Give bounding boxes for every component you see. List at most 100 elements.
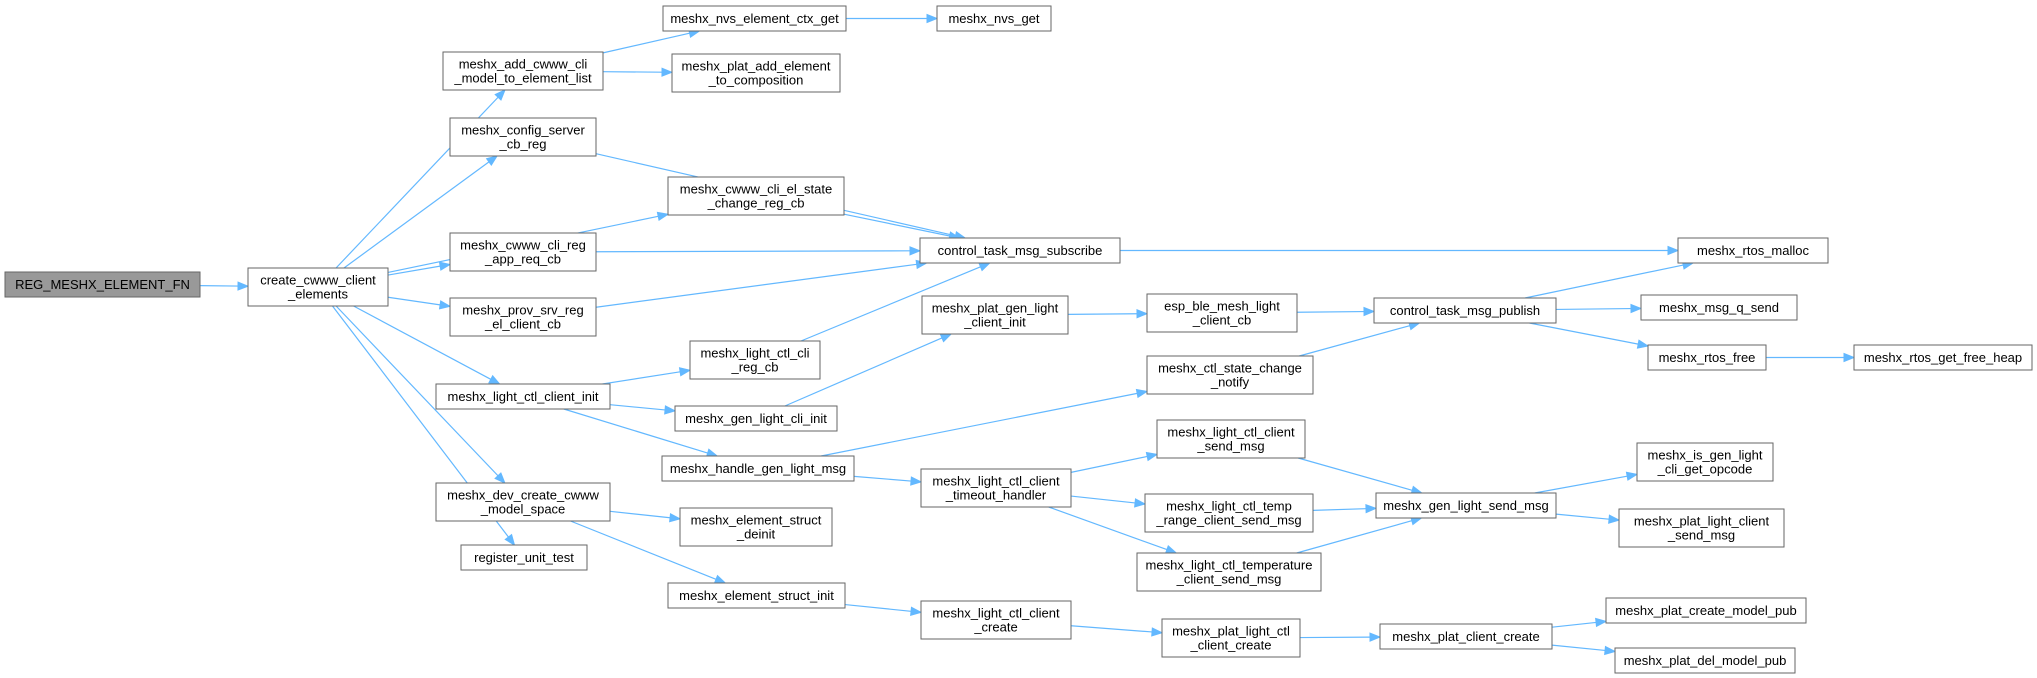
node-cliregapp[interactable]: meshx_cwww_cli_reg_app_req_cb xyxy=(449,232,597,272)
node-label-ctlclireg-0: meshx_light_ctl_cli xyxy=(700,346,809,361)
arrowhead-create-to-cfgsrv xyxy=(485,155,499,167)
node-box-handlegen xyxy=(661,455,855,482)
edge-create-to-provsrv xyxy=(387,296,441,306)
arrowhead-create-to-regunit xyxy=(504,533,516,547)
node-createpub[interactable]: meshx_plat_create_model_pub xyxy=(1605,597,1807,624)
node-handlegen[interactable]: meshx_handle_gen_light_msg xyxy=(661,455,855,482)
arrowhead-platclientcreate-to-delpub xyxy=(1604,645,1617,656)
arrowhead-devcreate-to-structinit xyxy=(713,574,727,584)
arrowhead-create-to-provsrv xyxy=(438,300,452,310)
arrowhead-structinit-to-ctlcreate xyxy=(910,606,923,616)
node-create[interactable]: create_cwww_client_elements xyxy=(247,267,389,307)
node-label-isgen-1: _cli_get_opcode xyxy=(1657,462,1753,477)
node-platgenlight[interactable]: meshx_plat_gen_light_client_init xyxy=(921,295,1069,335)
node-label-regunit-0: register_unit_test xyxy=(474,550,574,565)
node-label-cfgsrv-0: meshx_config_server xyxy=(461,123,585,138)
node-label-ctlsendmsg-0: meshx_light_ctl_client xyxy=(1167,425,1295,440)
node-tempRange[interactable]: meshx_light_ctl_temp_range_client_send_m… xyxy=(1144,493,1314,533)
node-label-provsrv-0: meshx_prov_srv_reg xyxy=(462,303,583,318)
node-isgen[interactable]: meshx_is_gen_light_cli_get_opcode xyxy=(1636,442,1774,482)
node-box-reg xyxy=(4,271,201,298)
arrowhead-gensend-to-isgen xyxy=(1625,471,1639,481)
node-ctlclientinit[interactable]: meshx_light_ctl_client_init xyxy=(435,383,611,410)
node-platadd[interactable]: meshx_plat_add_element_to_composition xyxy=(671,53,841,93)
edge-ctlclireg-to-subscribe xyxy=(800,266,981,342)
arrowhead-create-to-cliregapp xyxy=(438,261,452,271)
node-reg[interactable]: REG_MESHX_ELEMENT_FN xyxy=(4,271,201,298)
arrowhead-cliregapp-to-subscribe xyxy=(909,246,922,256)
node-box-ctltemp xyxy=(1136,552,1322,592)
node-box-gensend xyxy=(1375,492,1557,519)
node-devcreate[interactable]: meshx_dev_create_cwww_model_space xyxy=(435,482,611,522)
node-ctlclireg[interactable]: meshx_light_ctl_cli_reg_cb xyxy=(689,340,821,380)
edge-ctlclientinit-to-ctlclireg xyxy=(602,371,681,385)
node-label-gensend-0: meshx_gen_light_send_msg xyxy=(1383,498,1549,513)
node-label-tempRange-0: meshx_light_ctl_temp xyxy=(1166,499,1292,514)
node-ctlsendmsg[interactable]: meshx_light_ctl_client_send_msg xyxy=(1156,419,1306,459)
edge-ctlclientinit-to-handlegen xyxy=(563,408,708,454)
edge-ctltemp-to-gensend xyxy=(1296,520,1412,554)
edge-gensend-to-isgen xyxy=(1534,475,1628,494)
node-publish[interactable]: control_task_msg_publish xyxy=(1373,297,1557,324)
node-label-platadd-1: _to_composition xyxy=(708,73,804,88)
edge-cliregapp-to-subscribe xyxy=(595,250,911,253)
node-malloc[interactable]: meshx_rtos_malloc xyxy=(1677,237,1829,264)
node-platclientcreate[interactable]: meshx_plat_client_create xyxy=(1379,623,1553,650)
node-label-add-0: meshx_add_cwww_cli xyxy=(459,57,588,72)
arrowhead-reg-to-create xyxy=(237,281,250,291)
node-statechange[interactable]: meshx_ctl_state_change_notify xyxy=(1146,355,1314,395)
node-box-statechange xyxy=(1146,355,1314,395)
node-regunit[interactable]: register_unit_test xyxy=(460,544,588,571)
node-label-timeout-0: meshx_light_ctl_client xyxy=(932,474,1060,489)
node-platlightsend[interactable]: meshx_plat_light_client_send_msg xyxy=(1618,508,1785,548)
node-genlightcliinit[interactable]: meshx_gen_light_cli_init xyxy=(674,405,838,432)
node-rtosfree[interactable]: meshx_rtos_free xyxy=(1647,344,1767,371)
node-label-qsend-0: meshx_msg_q_send xyxy=(1659,300,1779,315)
arrowhead-platclientcreate-to-createpub xyxy=(1595,617,1608,628)
arrowhead-ctlclientinit-to-genlightcliinit xyxy=(664,405,677,415)
edge-publish-to-qsend xyxy=(1555,307,1632,311)
node-label-freeheap-0: meshx_rtos_get_free_heap xyxy=(1864,350,2022,365)
node-box-provsrv xyxy=(449,297,597,337)
edge-devcreate-to-structdeinit xyxy=(609,510,671,519)
node-label-provsrv-1: _el_client_cb xyxy=(484,317,561,332)
node-platctlcreate[interactable]: meshx_plat_light_ctl_client_create xyxy=(1161,618,1301,658)
node-qsend[interactable]: meshx_msg_q_send xyxy=(1640,294,1798,321)
arrowhead-timeout-to-ctlsendmsg xyxy=(1145,451,1159,462)
node-box-create xyxy=(247,267,389,307)
node-box-ctlsendmsg xyxy=(1156,419,1306,459)
node-label-elstate-0: meshx_cwww_cli_el_state xyxy=(680,182,832,197)
node-label-handlegen-0: meshx_handle_gen_light_msg xyxy=(670,461,846,476)
edge-platclientcreate-to-createpub xyxy=(1551,621,1597,628)
arrowhead-add-to-platadd xyxy=(661,67,674,77)
arrowhead-timeout-to-tempRange xyxy=(1134,498,1147,508)
node-box-freeheap xyxy=(1853,344,2033,371)
node-cfgsrv[interactable]: meshx_config_server_cb_reg xyxy=(449,117,597,157)
node-label-structdeinit-1: _deinit xyxy=(736,527,776,542)
arrowhead-create-to-elstate xyxy=(656,211,670,222)
node-delpub[interactable]: meshx_plat_del_model_pub xyxy=(1614,647,1796,674)
arrowhead-publish-to-rtosfree xyxy=(1636,339,1650,349)
node-ctlcreate[interactable]: meshx_light_ctl_client_create xyxy=(920,600,1072,640)
node-freeheap[interactable]: meshx_rtos_get_free_heap xyxy=(1853,344,2033,371)
node-add[interactable]: meshx_add_cwww_cli_model_to_element_list xyxy=(442,51,604,91)
node-label-createpub-0: meshx_plat_create_model_pub xyxy=(1615,603,1796,618)
node-box-devcreate xyxy=(435,482,611,522)
node-elstate[interactable]: meshx_cwww_cli_el_state_change_reg_cb xyxy=(667,176,845,216)
node-structdeinit[interactable]: meshx_element_struct_deinit xyxy=(679,507,833,547)
node-structinit[interactable]: meshx_element_struct_init xyxy=(667,582,846,609)
edge-create-to-devcreate xyxy=(335,305,499,477)
node-provsrv[interactable]: meshx_prov_srv_reg_el_client_cb xyxy=(449,297,597,337)
node-subscribe[interactable]: control_task_msg_subscribe xyxy=(919,237,1121,264)
node-label-reg-0: REG_MESHX_ELEMENT_FN xyxy=(15,277,190,292)
edge-provsrv-to-subscribe xyxy=(595,263,917,308)
node-box-cfgsrv xyxy=(449,117,597,157)
edge-platclientcreate-to-delpub xyxy=(1551,644,1606,652)
node-label-devcreate-0: meshx_dev_create_cwww xyxy=(447,488,599,503)
node-timeout[interactable]: meshx_light_ctl_client_timeout_handler xyxy=(920,468,1072,508)
node-ctltemp[interactable]: meshx_light_ctl_temperature_client_send_… xyxy=(1136,552,1322,592)
node-nvsget[interactable]: meshx_nvs_get xyxy=(936,5,1052,32)
node-nvsctx[interactable]: meshx_nvs_element_ctx_get xyxy=(662,5,847,32)
node-espble[interactable]: esp_ble_mesh_light_client_cb xyxy=(1146,293,1298,333)
node-gensend[interactable]: meshx_gen_light_send_msg xyxy=(1375,492,1557,519)
